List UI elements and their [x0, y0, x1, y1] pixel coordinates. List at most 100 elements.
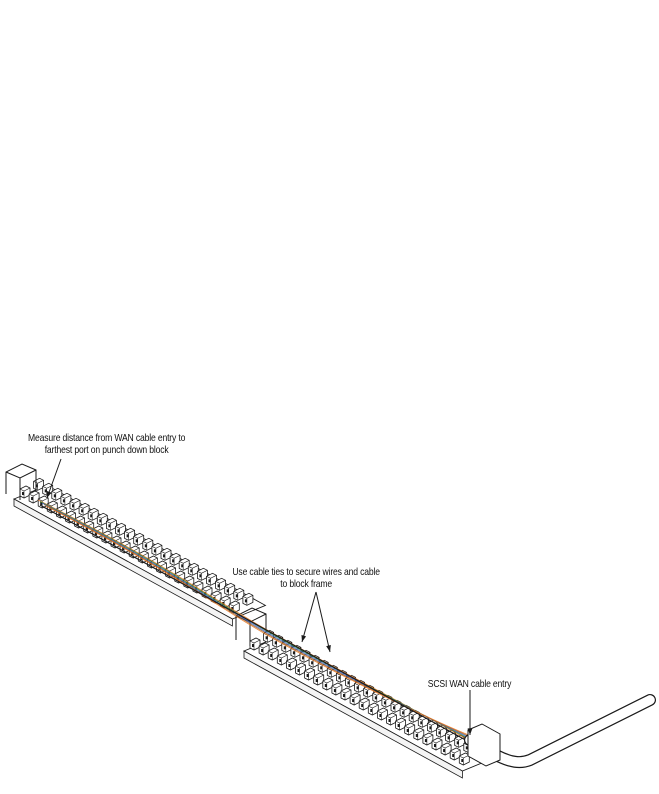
clip-slot — [53, 494, 56, 498]
clip-slot — [31, 497, 34, 500]
arrow-head — [46, 491, 52, 498]
arrow-head — [467, 728, 473, 735]
callout-cable-ties: Use cable ties to secure wires and cable… — [218, 566, 394, 590]
clip-slot — [22, 492, 24, 495]
end-bracket — [5, 463, 37, 500]
punch-clip — [187, 562, 199, 576]
cable-entry-housing — [467, 723, 501, 767]
punch-clip — [386, 712, 397, 726]
clip-slot — [181, 564, 184, 568]
clip-slot — [352, 699, 355, 702]
clip-slot — [163, 554, 165, 558]
clip-slot — [85, 527, 88, 530]
punch-clip — [133, 532, 145, 546]
arrow-measure — [46, 458, 62, 499]
clip-slot — [217, 584, 220, 588]
punch-clip — [413, 727, 425, 741]
punch-clip — [87, 507, 99, 521]
clip-slot — [411, 716, 414, 720]
clip-slot — [288, 664, 291, 667]
punch-clip — [258, 642, 270, 656]
clip-slot — [113, 542, 115, 545]
callout-entry-line1: SCSI WAN cable entry — [427, 678, 512, 690]
arrow-entry — [467, 690, 473, 735]
clip-slot — [72, 504, 74, 508]
punch-clip — [422, 732, 434, 746]
punch-clip — [349, 692, 361, 706]
clip-slot — [374, 696, 377, 700]
clip-slot — [265, 636, 268, 640]
arrow-ties-1 — [301, 591, 317, 643]
clip-slot — [40, 502, 43, 505]
punch-clip — [124, 527, 135, 541]
arrow-ties-2 — [315, 591, 331, 653]
punch-clip — [224, 582, 236, 596]
punch-down-block-lower — [242, 629, 497, 779]
punch-clip — [286, 657, 297, 671]
clip-slot — [44, 489, 47, 493]
punch-clip — [197, 567, 208, 581]
clip-slot — [383, 701, 386, 705]
cable-spine — [39, 504, 481, 749]
callout-ties-line1: Use cable ties to secure wires and cable — [232, 566, 380, 578]
clip-slot — [131, 552, 134, 555]
clip-slot — [434, 744, 436, 747]
block-frame-side — [13, 498, 233, 627]
clip-slot — [226, 589, 229, 593]
callout-measure-distance: Measure distance from WAN cable entry to… — [0, 432, 213, 456]
punch-clip — [169, 552, 181, 566]
clip-slot — [452, 754, 455, 757]
clip-slot — [231, 607, 234, 610]
punch-clip — [19, 485, 31, 499]
clip-slot — [126, 534, 129, 538]
punch-clip — [115, 522, 126, 536]
punch-clip — [233, 587, 245, 601]
punch-clip — [340, 687, 352, 701]
clip-slot — [190, 569, 193, 573]
clip-slot — [356, 686, 359, 690]
punch-clip — [331, 682, 343, 696]
punch-clip — [60, 492, 72, 506]
clip-slot — [99, 519, 102, 523]
clip-slot — [144, 544, 147, 548]
punch-clip — [178, 557, 190, 571]
clip-slot — [456, 741, 459, 745]
clip-slot — [261, 649, 264, 652]
clip-slot — [306, 674, 309, 677]
clip-slot — [274, 641, 277, 645]
punch-clip — [367, 702, 379, 716]
arrow-line — [315, 591, 331, 653]
clip-slot — [424, 739, 427, 742]
punch-clip — [69, 497, 81, 511]
punch-down-block-upper — [5, 463, 267, 646]
clip-slot — [81, 509, 84, 513]
clip-slot — [438, 731, 441, 735]
arrow-head — [326, 645, 331, 652]
punch-clip — [106, 517, 117, 531]
punch-clip — [304, 667, 315, 681]
punch-clip — [267, 647, 279, 661]
clip-slot — [297, 669, 300, 672]
callout-measure-line1: Measure distance from WAN cable entry to — [27, 432, 186, 444]
clip-slot — [402, 711, 405, 715]
punch-clip — [431, 737, 443, 751]
punch-clip — [215, 577, 226, 591]
wan-cable — [464, 694, 656, 769]
clip-slot — [388, 719, 391, 722]
punch-clip — [440, 742, 452, 756]
clip-slot — [370, 709, 373, 712]
clip-slot — [252, 644, 254, 647]
clip-slot — [429, 726, 432, 730]
clip-slot — [461, 759, 464, 762]
clip-slot — [324, 684, 327, 687]
clip-slot — [279, 659, 282, 662]
clip-slot — [292, 651, 295, 655]
punch-clip — [313, 672, 325, 686]
clip-slot — [347, 681, 350, 685]
punch-clip — [242, 592, 254, 606]
clip-slot — [420, 721, 423, 725]
clip-slot — [361, 704, 364, 707]
clip-slot — [172, 559, 175, 563]
arrow-head — [301, 635, 307, 642]
punch-clip — [295, 662, 306, 676]
